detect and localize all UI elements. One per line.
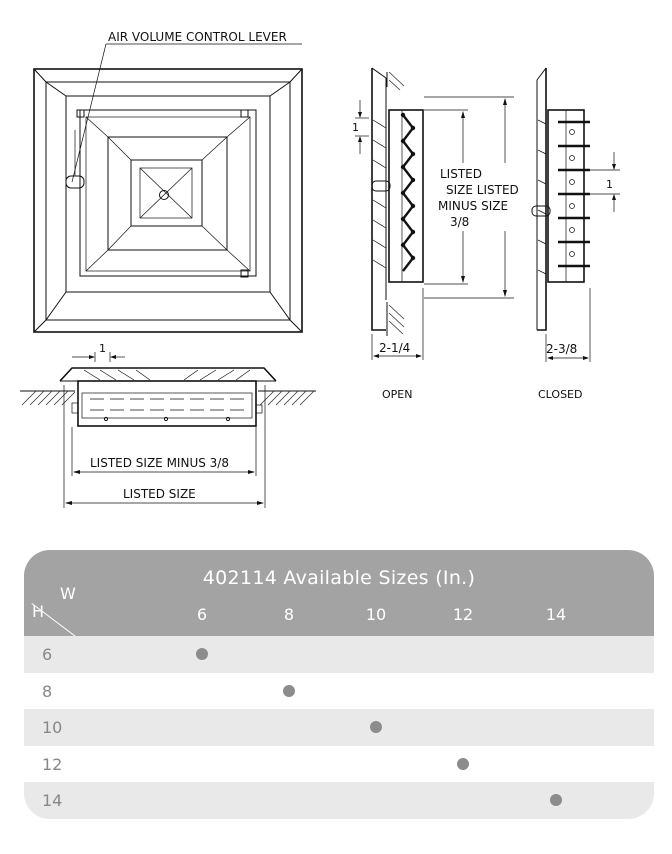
w-label: W — [60, 584, 76, 603]
column-header-w10: 10 — [365, 605, 387, 624]
open-depth-label: 2-1/4 — [379, 341, 410, 355]
table-row: 6 — [24, 636, 654, 672]
availability-dot — [370, 721, 382, 734]
row-header-h6: 6 — [42, 645, 53, 664]
row-header-h14: 14 — [42, 791, 63, 811]
side-minus-size-label: MINUS SIZE — [438, 199, 508, 213]
closed-dim-1: 1 — [606, 178, 613, 191]
availability-dot — [196, 648, 208, 660]
table-row: 10 — [24, 709, 654, 746]
h-label: H — [32, 602, 45, 621]
row-header-h8: 8 — [42, 681, 53, 701]
row-header-h12: 12 — [42, 754, 63, 774]
table-title: 402114 Available Sizes (In.) — [202, 567, 476, 589]
column-header-w6: 6 — [196, 605, 208, 624]
closed-label: CLOSED — [538, 388, 582, 401]
table-row: 14 — [24, 782, 654, 819]
listed-size-label: LISTED SIZE — [123, 487, 196, 501]
availability-dot — [283, 684, 295, 697]
table-row: 8 — [24, 672, 654, 709]
table-row: 12 — [24, 745, 654, 782]
row-header-h10: 10 — [42, 718, 63, 738]
closed-depth-label: 2-3/8 — [546, 342, 577, 356]
side-three-eighths-label: 3/8 — [450, 215, 469, 229]
side-view-open: 1 LISTED SIZE LISTED MINUS SIZE 3/8 2-1/… — [352, 67, 519, 401]
top-view: AIR VOLUME CONTROL LEVER — [33, 30, 303, 333]
lever-label: AIR VOLUME CONTROL LEVER — [108, 30, 287, 44]
column-header-w12: 12 — [452, 605, 474, 624]
front-view: 1 LISTED SIZE MINUS 3/8 LISTED SIZE — [20, 342, 316, 508]
listed-size-minus-label: LISTED SIZE MINUS 3/8 — [90, 456, 229, 470]
table-header: 402114 Available Sizes (In.) W H 6 8 10 … — [24, 550, 654, 644]
column-header-w8: 8 — [283, 605, 295, 624]
front-dim-1: 1 — [99, 342, 106, 355]
open-dim-1: 1 — [352, 121, 359, 134]
availability-dot — [457, 757, 469, 770]
diffuser-technical-drawing: AIR VOLUME CONTROL LEVER — [20, 30, 620, 508]
h-w-corner-cell: W H — [24, 550, 114, 644]
available-sizes-table: 402114 Available Sizes (In.) W H 6 8 10 … — [24, 550, 654, 819]
side-listed-label: LISTED — [440, 167, 482, 181]
open-label: OPEN — [382, 388, 412, 401]
column-header-w14: 14 — [545, 605, 567, 624]
side-size-listed-label: SIZE LISTED — [446, 183, 519, 197]
side-view-closed: 1 2-3/8 CLOSED — [531, 67, 620, 401]
availability-dot — [550, 794, 562, 807]
